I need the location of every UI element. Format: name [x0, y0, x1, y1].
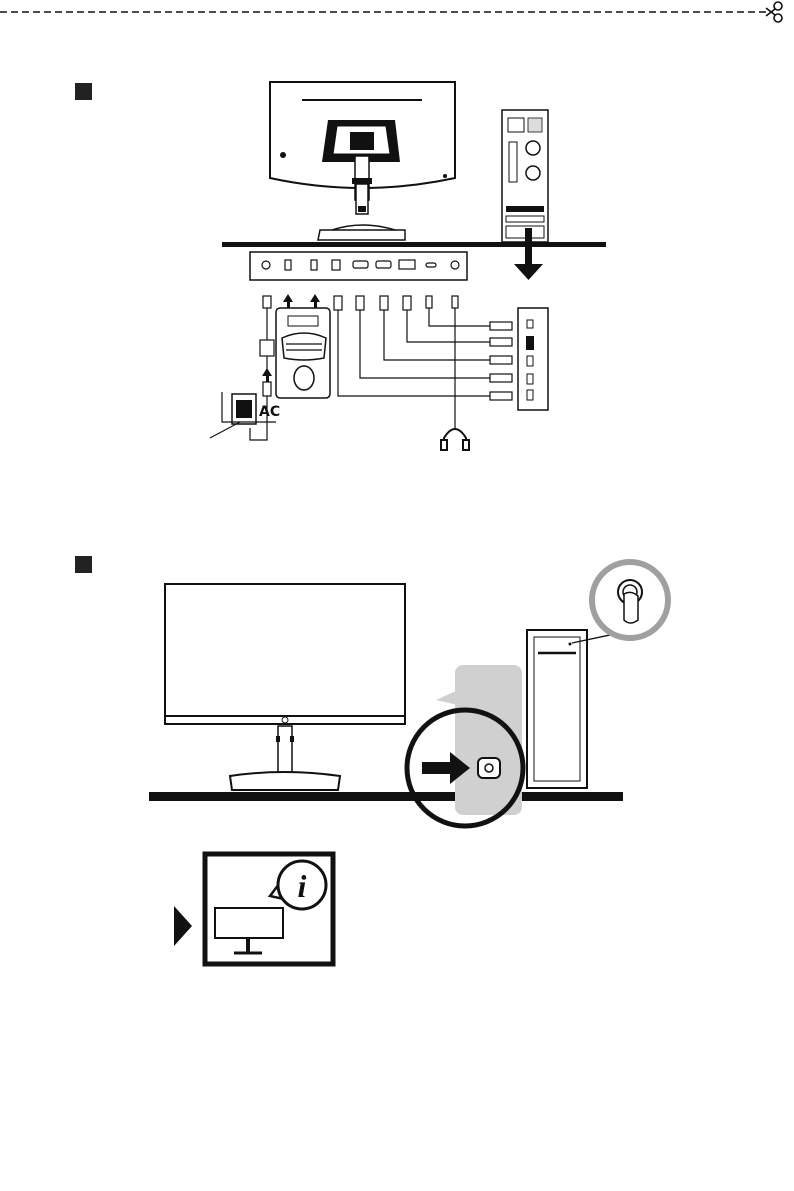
monitor-side-panel — [455, 665, 522, 815]
up-arrow-icon — [262, 368, 272, 382]
step1-connection-diagram — [0, 70, 794, 540]
mouse-icon — [294, 366, 314, 390]
finger-icon — [624, 592, 638, 623]
pc-tower-front — [527, 630, 587, 788]
pc-power-button[interactable] — [592, 562, 668, 638]
monitor-rear — [270, 82, 455, 240]
desk-surface — [149, 792, 623, 801]
keyboard-mouse-box — [276, 308, 330, 398]
step2-power-on-diagram — [0, 550, 794, 810]
pc-io-panel — [518, 308, 548, 410]
monitor-port-panel — [250, 252, 467, 280]
ac-power-label: AC — [259, 404, 280, 420]
keyboard-icon — [282, 333, 326, 360]
monitor-front — [165, 584, 405, 790]
svg-text:i: i — [298, 868, 307, 904]
cut-line — [0, 0, 794, 40]
play-arrow-icon — [174, 906, 192, 946]
pc-tower — [502, 110, 548, 242]
monitor-power-button[interactable] — [478, 758, 500, 778]
result-panel: i — [0, 850, 794, 970]
scissors-icon — [766, 2, 782, 22]
pc-side-connectors — [490, 322, 512, 400]
headphones-icon — [441, 429, 469, 450]
power-adapter — [250, 340, 274, 440]
